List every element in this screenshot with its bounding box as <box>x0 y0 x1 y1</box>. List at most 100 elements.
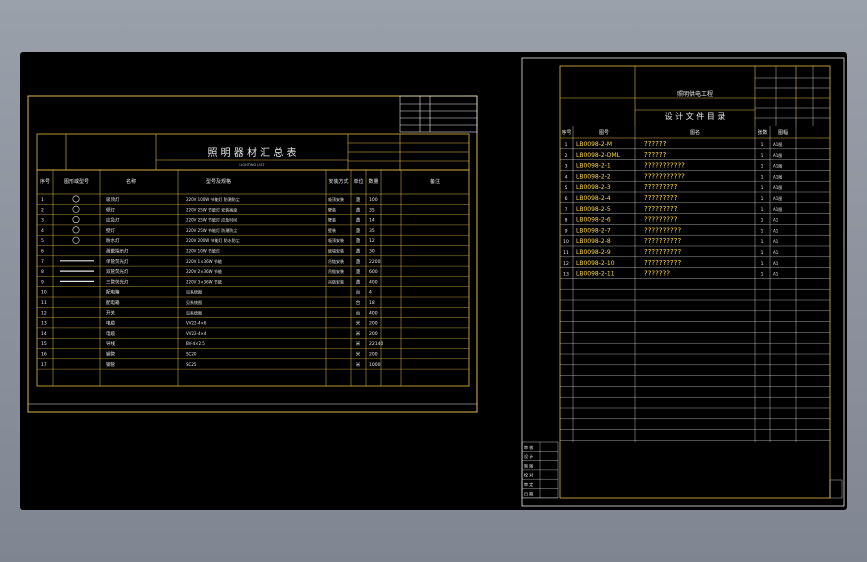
row-number: 6 <box>41 249 44 255</box>
item-spec: 220V 2×36W 节能 <box>186 268 222 274</box>
item-name: 配电箱 <box>106 299 120 306</box>
item-name: 钢管 <box>106 351 115 358</box>
left-sheet-border <box>27 95 478 413</box>
doc-code: LB0098-2-DML <box>576 152 621 159</box>
doc-code: LB0098-2-M <box>576 141 612 148</box>
doc-code: LB0098-2-4 <box>576 195 611 202</box>
doc-count: 1 <box>761 218 764 224</box>
doc-header-4: 张数 <box>757 129 767 136</box>
item-spec: SC25 <box>186 362 197 367</box>
row-number: 8 <box>41 269 44 275</box>
doc-count: 1 <box>761 228 764 234</box>
doc-size: A1图 <box>773 173 782 179</box>
item-mount: 壁装 <box>328 217 336 223</box>
item-mount: 吸顶安装 <box>328 237 344 243</box>
doc-code: LB0098-2-7 <box>576 227 611 234</box>
doc-size: A1图 <box>773 152 782 158</box>
row-number: 14 <box>41 331 47 337</box>
doc-name: ????????? <box>644 194 678 202</box>
doc-name: ?????????? <box>644 248 681 256</box>
item-qty: 4 <box>369 290 372 296</box>
item-qty: 35 <box>369 228 375 234</box>
item-qty: 1000 <box>369 362 381 368</box>
lighting-header-1: 序号 <box>40 178 50 185</box>
item-unit: 台 <box>356 309 361 316</box>
doc-number: 2 <box>565 153 568 159</box>
doc-count: 1 <box>761 196 764 202</box>
item-qty: 400 <box>369 279 378 285</box>
document-table-header: 序号图号图名张数图幅 <box>560 129 830 139</box>
item-name: 三管荧光灯 <box>106 278 129 285</box>
row-number: 5 <box>41 238 44 244</box>
signature-label: 校 对 <box>524 472 533 478</box>
doc-code: LB0098-2-6 <box>576 217 611 224</box>
row-number: 12 <box>41 310 47 316</box>
doc-code: LB0098-2-10 <box>576 260 615 267</box>
doc-code: LB0098-2-11 <box>576 271 615 278</box>
item-spec: 见系统图 <box>186 299 202 305</box>
item-spec: VV22-4×6 <box>186 321 207 326</box>
doc-number: 11 <box>563 250 569 256</box>
item-spec: 220V 100W 节能灯 防潮防尘 <box>186 196 240 202</box>
item-unit: 盏 <box>356 217 361 224</box>
item-spec: 见系统图 <box>186 289 202 295</box>
doc-name: ????????? <box>644 183 678 191</box>
item-mount: 吊链安装 <box>328 258 344 264</box>
item-name: 钢管 <box>106 361 115 368</box>
item-mount: 壁装 <box>328 227 336 233</box>
item-mount: 嵌墙安装 <box>328 248 344 254</box>
luminaire-symbol-icon <box>72 195 80 203</box>
doc-header-5: 图幅 <box>778 129 788 136</box>
doc-size: A1 <box>773 261 779 266</box>
item-name: 单管荧光灯 <box>106 258 129 265</box>
doc-count: 1 <box>761 164 764 170</box>
doc-number: 6 <box>565 196 568 202</box>
left-sheet-subtitle: LIGHTING LIST <box>239 163 265 167</box>
doc-name: ??????????? <box>644 172 685 180</box>
signature-label: 日 期 <box>524 490 533 496</box>
row-number: 9 <box>41 279 44 285</box>
item-name: 开关 <box>106 309 115 316</box>
item-unit: 盏 <box>356 196 361 203</box>
item-qty: 400 <box>369 310 378 316</box>
item-unit: 米 <box>356 320 361 327</box>
lighting-header-5: 安装方式 <box>328 178 348 185</box>
row-number: 7 <box>41 259 44 265</box>
doc-number: 3 <box>565 164 568 170</box>
item-name: 电缆 <box>106 320 115 327</box>
item-unit: 盏 <box>356 258 361 265</box>
doc-count: 1 <box>761 185 764 191</box>
doc-count: 1 <box>761 142 764 148</box>
item-qty: 200 <box>369 321 378 327</box>
doc-count: 1 <box>761 239 764 245</box>
item-spec: 220V 200W 节能灯 防水防尘 <box>186 237 240 243</box>
doc-count: 1 <box>761 272 764 278</box>
lighting-header-6: 单位 <box>353 178 363 185</box>
item-mount: 吸顶安装 <box>328 196 344 202</box>
doc-size: A1图 <box>773 163 782 169</box>
item-qty: 2200 <box>369 259 381 265</box>
doc-number: 7 <box>565 207 568 213</box>
item-name: 壁灯 <box>106 227 115 234</box>
lighting-header-3: 名称 <box>126 178 136 185</box>
doc-number: 12 <box>563 261 569 267</box>
doc-size: A1图 <box>773 206 782 212</box>
item-spec: 220V 3×36W 节能 <box>186 278 222 284</box>
doc-count: 1 <box>761 250 764 256</box>
doc-count: 1 <box>761 174 764 180</box>
